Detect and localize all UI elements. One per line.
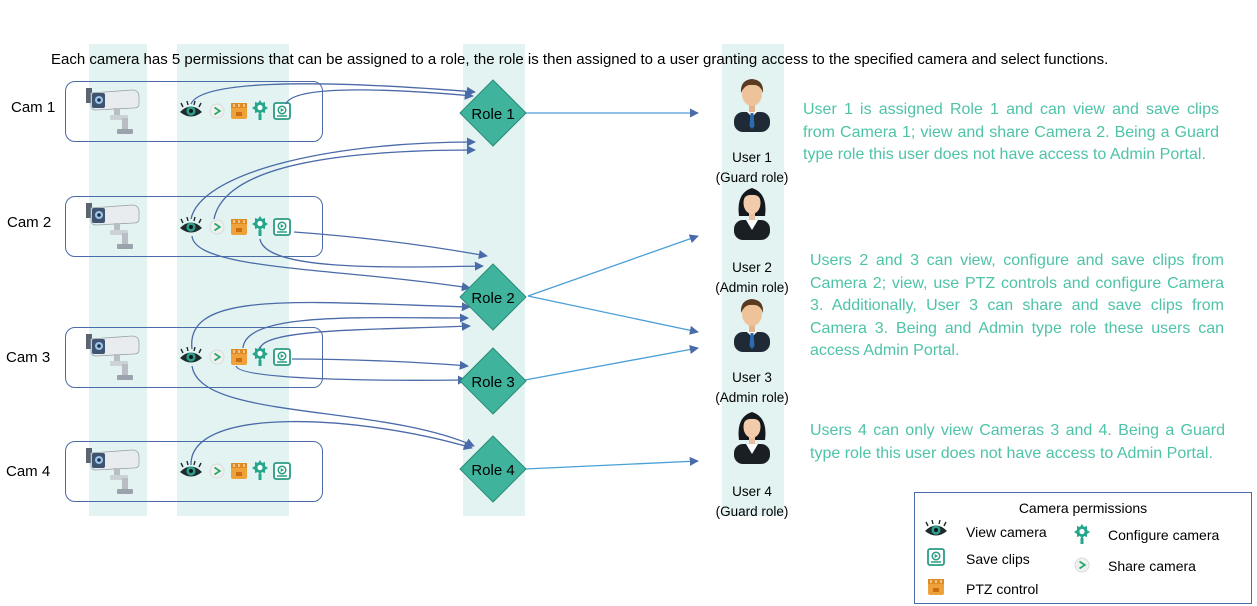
connector-role4-user4 bbox=[524, 456, 699, 470]
configure-camera-icon bbox=[1074, 524, 1090, 544]
ptz-control-icon bbox=[230, 348, 248, 366]
user-2-role: (Admin role) bbox=[715, 280, 789, 295]
cam-2-permissions bbox=[179, 216, 291, 236]
cam-3-permissions bbox=[179, 346, 291, 366]
save-clips-icon bbox=[273, 462, 291, 480]
user-1-name: User 1 bbox=[732, 150, 772, 165]
view-camera-icon bbox=[179, 346, 203, 364]
user-3-label: User 3 (Admin role) bbox=[704, 368, 800, 408]
save-clips-icon bbox=[273, 218, 291, 236]
connector-cam1-view-role1 bbox=[190, 83, 476, 105]
user-2-label: User 2 (Admin role) bbox=[704, 258, 800, 298]
role-1-diamond bbox=[459, 79, 527, 147]
user-3-role: (Admin role) bbox=[715, 390, 789, 405]
cam-1-label: Cam 1 bbox=[11, 99, 56, 116]
connector-role2-user3 bbox=[527, 295, 699, 335]
cctv-icon-cam-1 bbox=[85, 87, 140, 135]
share-camera-icon bbox=[209, 463, 225, 479]
role-4-label: Role 4 bbox=[471, 462, 514, 479]
connector-cam3-view-role2 bbox=[191, 301, 471, 350]
connector-cam2-view-role1 bbox=[190, 137, 476, 220]
camera-column-band bbox=[89, 44, 147, 516]
cam-3-box bbox=[65, 327, 323, 388]
role-2-label: Role 2 bbox=[471, 290, 514, 307]
connector-cam3-view-role4 bbox=[191, 365, 475, 447]
camera-permissions-legend: Camera permissions View camera Configure… bbox=[914, 492, 1252, 604]
user-4-label: User 4 (Guard role) bbox=[704, 482, 800, 522]
ptz-control-icon bbox=[230, 218, 248, 236]
cam-1-permissions bbox=[179, 100, 291, 120]
cam-4-permissions bbox=[179, 460, 291, 480]
save-clips-icon bbox=[927, 548, 945, 566]
role-3-diamond bbox=[459, 347, 527, 415]
user-4-name: User 4 bbox=[732, 484, 772, 499]
connector-role3-user3 bbox=[524, 345, 699, 381]
share-camera-icon bbox=[1074, 557, 1090, 573]
user-3-name: User 3 bbox=[732, 370, 772, 385]
cam-4-box bbox=[65, 441, 323, 502]
permission-connectors bbox=[190, 83, 488, 466]
cam-2-label: Cam 2 bbox=[7, 214, 52, 231]
connector-cam3-save-role3 bbox=[291, 358, 469, 370]
configure-camera-icon bbox=[252, 216, 268, 236]
headline: Each camera has 5 permissions that can b… bbox=[51, 51, 1109, 68]
save-clips-icon bbox=[273, 348, 291, 366]
role-2-diamond bbox=[459, 263, 527, 331]
cctv-icon-cam-4 bbox=[85, 447, 140, 495]
connector-cam2-share-role1 bbox=[213, 145, 476, 220]
connector-cam2-cfg-role2 bbox=[259, 238, 484, 271]
user-4-description: Users 4 can only view Cameras 3 and 4. B… bbox=[810, 422, 1225, 462]
role-4-diamond bbox=[459, 435, 527, 503]
user-1-role: (Guard role) bbox=[715, 170, 789, 185]
user-4-avatar-icon bbox=[734, 412, 770, 464]
legend-save: Save clips bbox=[966, 551, 1030, 567]
save-clips-icon bbox=[273, 102, 291, 120]
view-camera-icon bbox=[179, 216, 203, 234]
user-3-avatar-icon bbox=[734, 299, 770, 352]
role-1-label: Role 1 bbox=[471, 106, 514, 123]
user-2-name: User 2 bbox=[732, 260, 772, 275]
user-1-description: User 1 is assigned Role 1 and can view a… bbox=[803, 101, 1219, 164]
cam-2-box bbox=[65, 196, 323, 257]
users-2-3-description: Users 2 and 3 can view, configure and sa… bbox=[810, 252, 1224, 360]
legend-ptz: PTZ control bbox=[966, 581, 1039, 597]
connector-cam3-ptz-role3 bbox=[235, 365, 467, 385]
ptz-control-icon bbox=[927, 578, 945, 596]
configure-camera-icon bbox=[252, 100, 268, 120]
legend-view: View camera bbox=[966, 524, 1047, 540]
share-camera-icon bbox=[209, 103, 225, 119]
share-camera-icon bbox=[209, 349, 225, 365]
legend-share: Share camera bbox=[1108, 558, 1196, 574]
view-camera-icon bbox=[924, 519, 948, 537]
connector-role2-user2 bbox=[527, 234, 699, 297]
cam-4-label: Cam 4 bbox=[6, 463, 51, 480]
permission-column-band bbox=[177, 44, 289, 516]
user-2-avatar-icon bbox=[734, 188, 770, 240]
cam-1-box bbox=[65, 81, 323, 142]
connector-cam4-view-role4 bbox=[190, 420, 473, 466]
connector-cam2-view-role2 bbox=[191, 235, 471, 292]
ptz-control-icon bbox=[230, 102, 248, 120]
role-to-user-connectors bbox=[524, 108, 699, 470]
user-1-avatar-icon bbox=[734, 79, 770, 132]
cam-3-label: Cam 3 bbox=[6, 349, 51, 366]
connector-cam3-cfg-role2 bbox=[259, 321, 471, 350]
role-3-label: Role 3 bbox=[471, 374, 514, 391]
configure-camera-icon bbox=[252, 460, 268, 480]
connector-cam1-save-role1 bbox=[285, 89, 474, 105]
share-camera-icon bbox=[209, 219, 225, 235]
user-1-label: User 1 (Guard role) bbox=[704, 148, 800, 188]
user-4-role: (Guard role) bbox=[715, 504, 789, 519]
legend-title: Camera permissions bbox=[1018, 500, 1148, 516]
cctv-icon-cam-2 bbox=[85, 202, 140, 250]
ptz-control-icon bbox=[230, 462, 248, 480]
legend-configure: Configure camera bbox=[1108, 527, 1220, 543]
connector-cam3-ptz-role2 bbox=[242, 313, 469, 349]
connector-cam2-save-role2 bbox=[293, 231, 488, 260]
cctv-icon-cam-3 bbox=[85, 333, 140, 381]
